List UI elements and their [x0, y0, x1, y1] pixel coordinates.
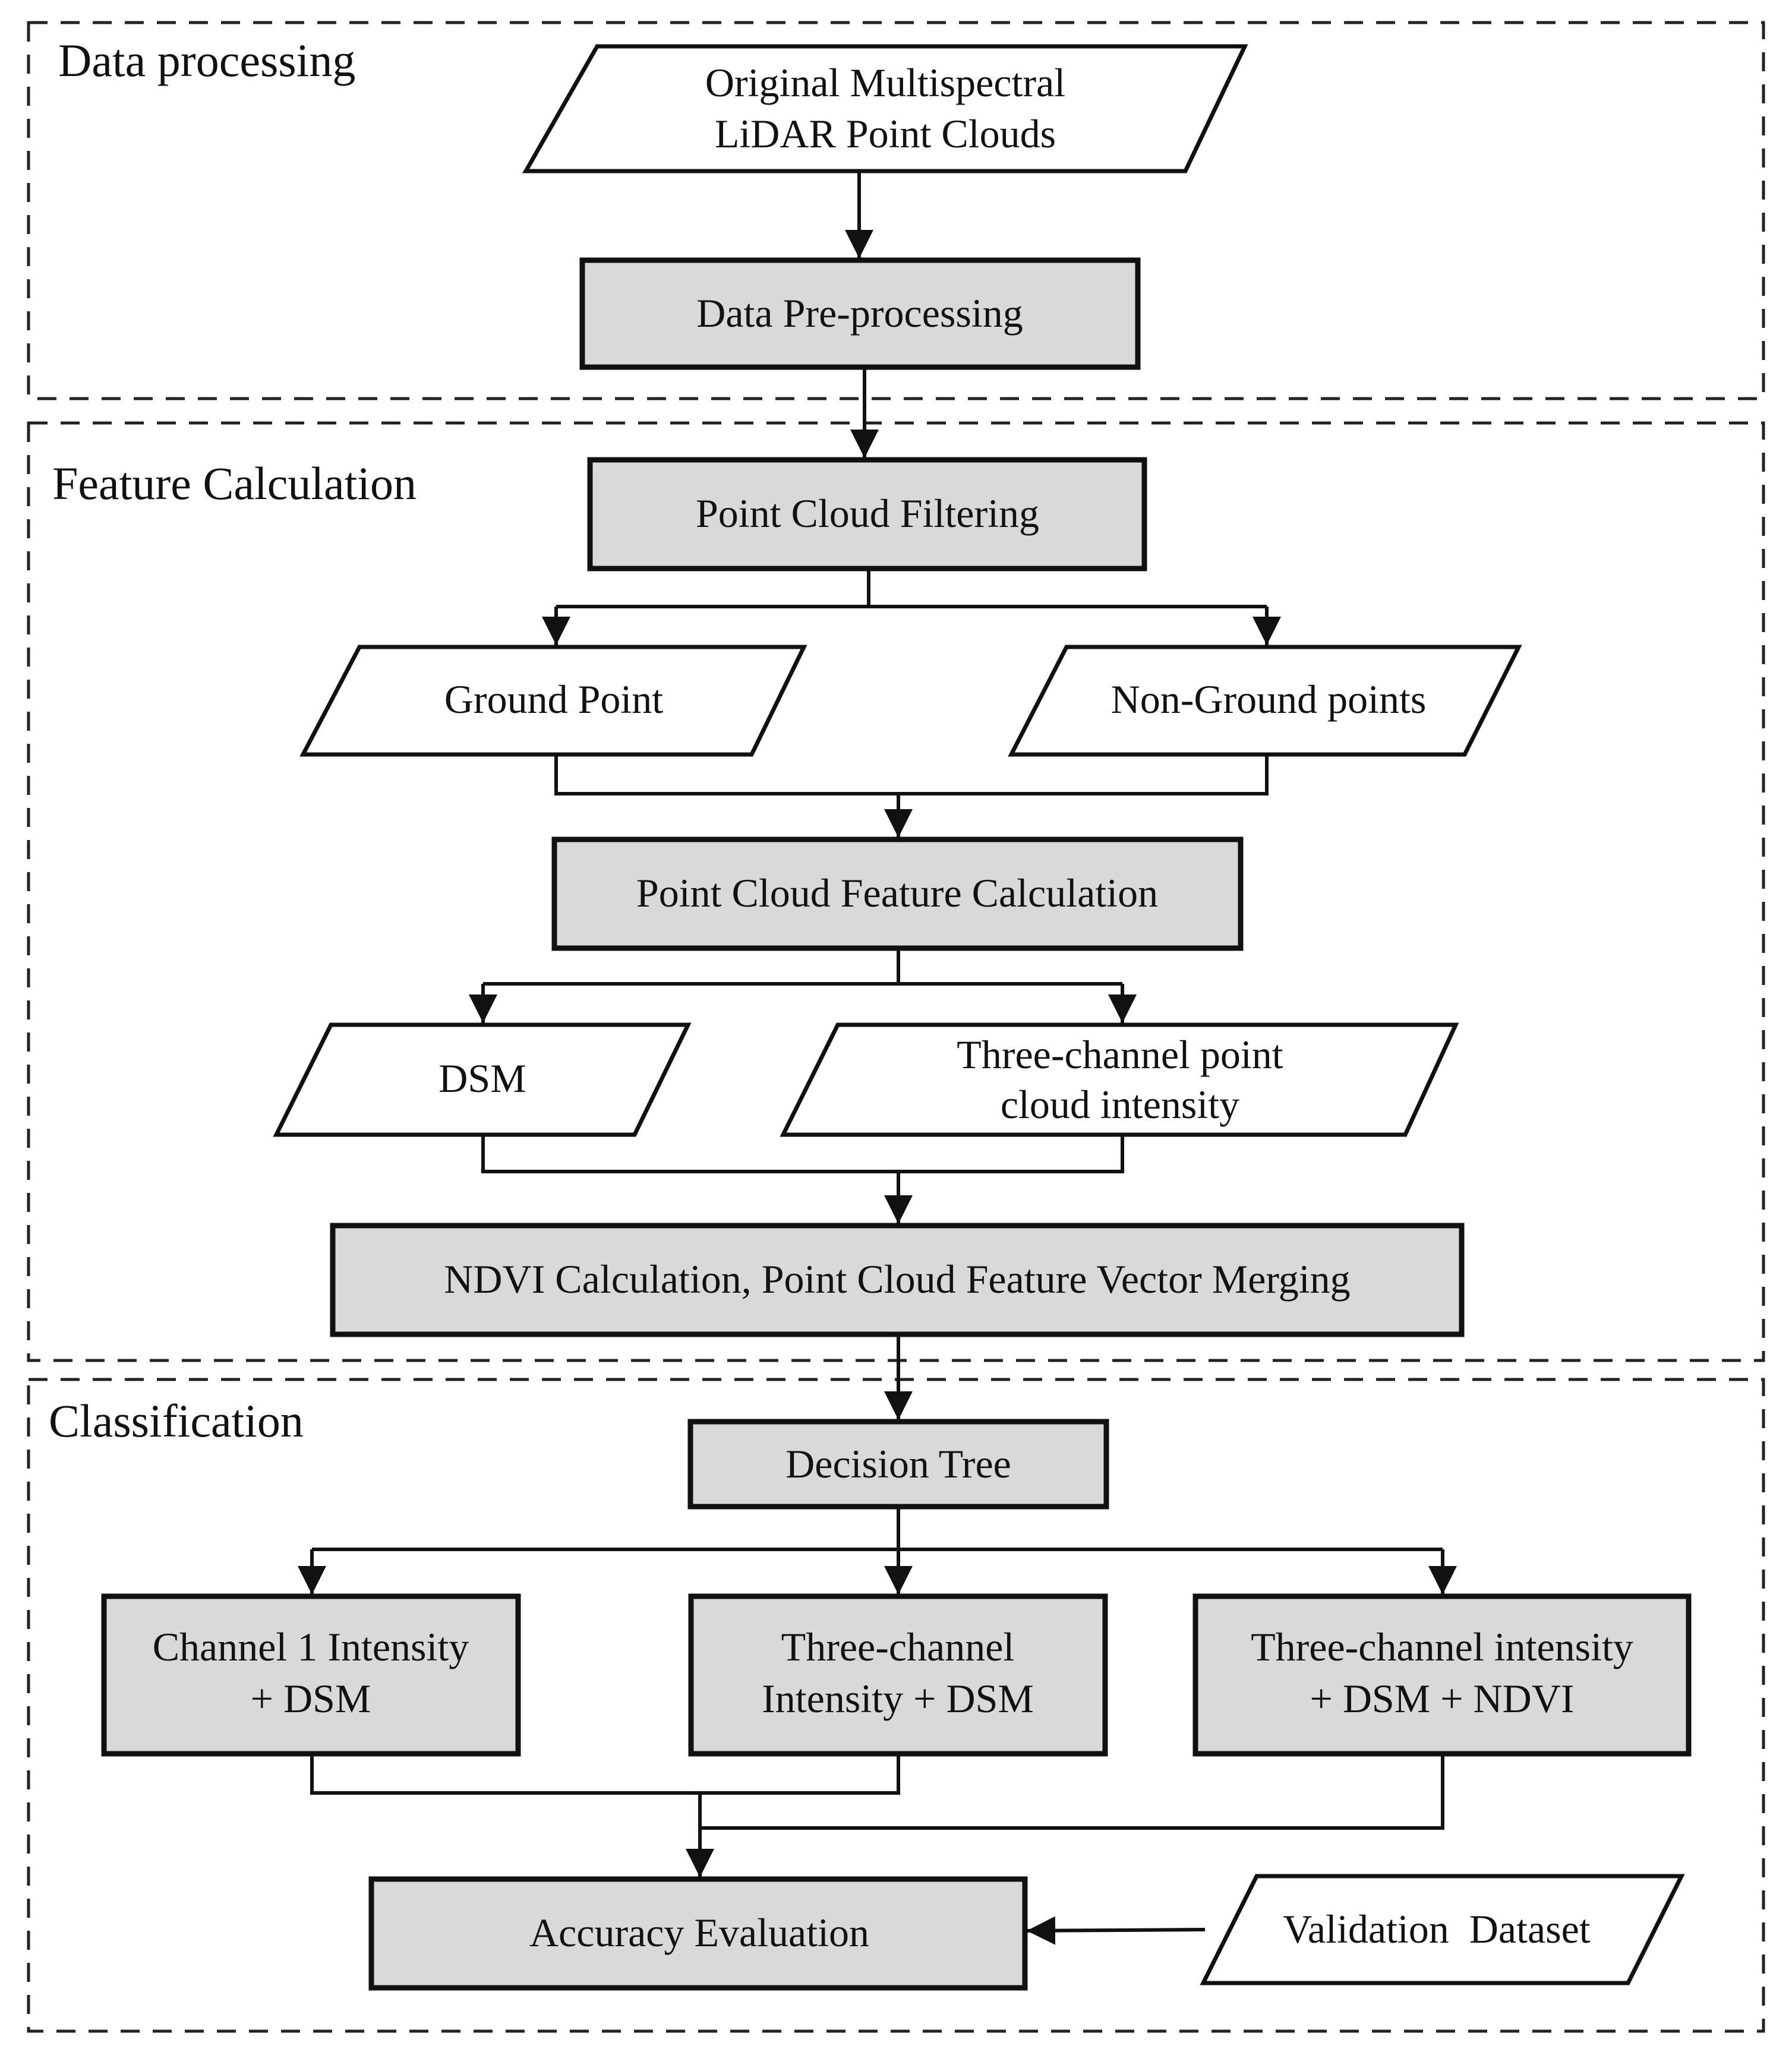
three-channel-dsm-label-line1: Three-channel: [781, 1624, 1015, 1669]
dsm-node: DSM: [273, 1022, 692, 1137]
data-preprocessing-label: Data Pre-processing: [696, 291, 1023, 336]
section-title-feature-calculation: Feature Calculation: [52, 457, 417, 509]
classification-frame: [27, 1378, 1765, 2033]
ground-point-shape: [299, 645, 807, 757]
connector-points-merge: [554, 754, 1269, 795]
connector-validation-to-accuracy: [1026, 1916, 1206, 1945]
non-ground-points-label: Non-Ground points: [1111, 677, 1427, 722]
connector-dsm-intensity-merge: [481, 1135, 1124, 1173]
feature-calculation-frame: [27, 421, 1765, 1362]
data-preprocessing-node: Data Pre-processing: [579, 257, 1141, 370]
channel1-dsm-label-line2: + DSM: [251, 1676, 371, 1721]
three-channel-intensity-node: Three-channel point cloud intensity: [780, 1022, 1459, 1137]
three-channel-intensity-label-line2: cloud intensity: [1001, 1082, 1239, 1127]
connector-methods-merge-left: [310, 1755, 900, 1795]
dsm-label: DSM: [438, 1056, 526, 1101]
validation-dataset-label: Validation Dataset: [1283, 1906, 1591, 1952]
connector-methods-merge-right: [700, 1755, 1444, 1830]
decision-tree-box: [687, 1419, 1109, 1510]
three-channel-dsm-ndvi-label-line2: + DSM + NDVI: [1310, 1676, 1574, 1721]
section-title-classification: Classification: [49, 1395, 304, 1447]
point-cloud-feature-calculation-box: [551, 836, 1244, 951]
accuracy-evaluation-label: Accuracy Evaluation: [529, 1910, 869, 1955]
ground-point-label: Ground Point: [444, 677, 663, 722]
non-ground-points-shape: [1008, 645, 1522, 757]
original-point-clouds-shape: [522, 44, 1248, 173]
three-channel-intensity-label-line1: Three-channel point: [957, 1032, 1283, 1077]
channel1-dsm-box: [101, 1593, 521, 1757]
point-cloud-filtering-box: [587, 457, 1147, 572]
ndvi-merging-node: NDVI Calculation, Point Cloud Feature Ve…: [330, 1223, 1465, 1337]
original-point-clouds-node: Original Multispectral LiDAR Point Cloud…: [522, 44, 1248, 173]
original-point-clouds-label-line1: Original Multispectral: [705, 60, 1065, 105]
point-cloud-feature-calculation-label: Point Cloud Feature Calculation: [636, 870, 1158, 915]
three-channel-intensity-shape: [780, 1022, 1459, 1137]
point-cloud-filtering-label: Point Cloud Filtering: [696, 491, 1039, 536]
accuracy-evaluation-node: Accuracy Evaluation: [368, 1876, 1028, 1991]
accuracy-evaluation-box: [368, 1876, 1028, 1991]
three-channel-dsm-ndvi-label-line1: Three-channel intensity: [1251, 1624, 1633, 1669]
three-channel-dsm-ndvi-box: [1192, 1593, 1692, 1757]
channel1-dsm-node: Channel 1 Intensity + DSM: [101, 1593, 521, 1757]
three-channel-dsm-label-line2: Intensity + DSM: [762, 1676, 1034, 1721]
decision-tree-node: Decision Tree: [687, 1419, 1109, 1510]
ndvi-merging-box: [330, 1223, 1465, 1337]
decision-tree-label: Decision Tree: [785, 1441, 1011, 1486]
point-cloud-filtering-node: Point Cloud Filtering: [587, 457, 1147, 572]
original-point-clouds-label-line2: LiDAR Point Clouds: [715, 111, 1056, 156]
connectors: [298, 169, 1457, 1945]
three-channel-dsm-ndvi-node: Three-channel intensity + DSM + NDVI: [1192, 1593, 1692, 1757]
point-cloud-feature-calculation-node: Point Cloud Feature Calculation: [551, 836, 1244, 951]
channel1-dsm-label-line1: Channel 1 Intensity: [153, 1624, 469, 1669]
validation-dataset-node: Validation Dataset: [1200, 1874, 1685, 1985]
section-title-data-processing: Data processing: [58, 34, 355, 86]
ndvi-merging-label: NDVI Calculation, Point Cloud Feature Ve…: [444, 1256, 1350, 1302]
ground-point-node: Ground Point: [299, 645, 807, 757]
three-channel-dsm-node: Three-channel Intensity + DSM: [688, 1593, 1108, 1757]
validation-dataset-shape: [1200, 1874, 1685, 1985]
data-processing-frame: [27, 21, 1765, 400]
data-preprocessing-box: [579, 257, 1141, 370]
dsm-shape: [273, 1022, 692, 1137]
three-channel-dsm-box: [688, 1593, 1108, 1757]
non-ground-points-node: Non-Ground points: [1008, 645, 1522, 757]
